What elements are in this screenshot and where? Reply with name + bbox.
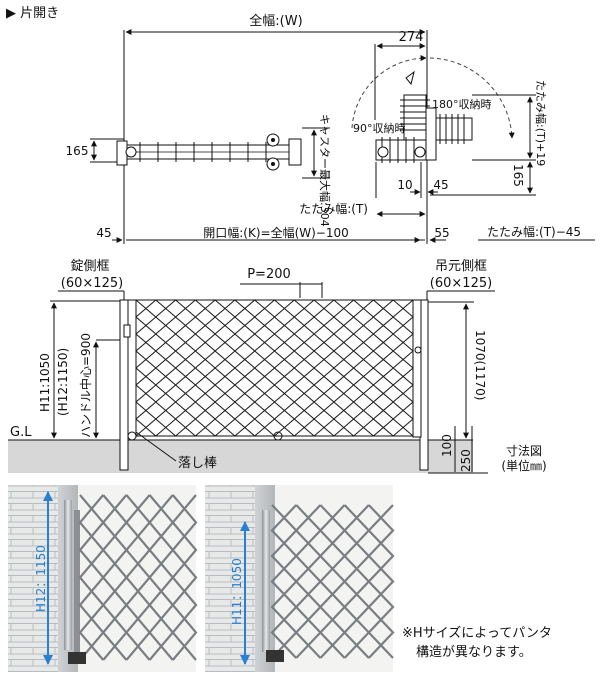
dim-165-right: 165 bbox=[511, 164, 525, 187]
total-width-label: 全幅:(W) bbox=[249, 13, 302, 29]
folded-storage-detail bbox=[351, 55, 515, 163]
pitch-label: P=200 bbox=[247, 267, 291, 282]
ground bbox=[8, 440, 473, 473]
dim-100: 100 bbox=[440, 434, 454, 457]
h12-label: (H12:1150) bbox=[56, 348, 70, 416]
gate-elevation bbox=[119, 299, 429, 471]
photo-h12-label: H12：1150 bbox=[34, 545, 48, 612]
footnote-line-1: ※Hサイズによってパンタ bbox=[402, 626, 552, 641]
section-title: ▶ 片開き bbox=[6, 6, 59, 21]
unit-label: (単位㎜) bbox=[501, 458, 546, 473]
caster-max-width-label: キャスター最大幅:304 bbox=[318, 114, 332, 227]
dim-10: 10 bbox=[397, 178, 412, 192]
dim-45-left: 45 bbox=[96, 226, 111, 240]
folded-width-t19: たたみ幅:(T)+19 bbox=[534, 80, 547, 166]
folded-width-t: たたみ幅:(T) bbox=[299, 201, 368, 216]
gate-plan-folded bbox=[116, 133, 302, 171]
footnote: ※Hサイズによってパンタ 構造が異なります。 bbox=[402, 624, 598, 662]
hinge-post-label: 吊元側框 bbox=[435, 259, 487, 274]
photo-h11 bbox=[205, 485, 395, 672]
dim-55: 55 bbox=[434, 226, 449, 240]
footnote-line-2: 構造が異なります。 bbox=[416, 645, 532, 660]
lock-post-size: (60×125) bbox=[61, 276, 123, 291]
photo-h12 bbox=[8, 485, 198, 672]
h11-label: H11:1050 bbox=[38, 353, 52, 412]
lock-post-label: 錠側框 bbox=[70, 259, 109, 274]
label-180-storage: 180°収納時 bbox=[432, 98, 492, 111]
dim-45-right: 45 bbox=[433, 178, 448, 192]
gl-label: G.L bbox=[10, 425, 32, 440]
dim-250: 250 bbox=[459, 449, 473, 472]
hinge-post-size: (60×125) bbox=[430, 276, 492, 291]
drop-rod-label: 落し棒 bbox=[178, 456, 217, 471]
folded-width-t45: たたみ幅:(T)−45 bbox=[487, 224, 581, 239]
dim-274: 274 bbox=[399, 30, 424, 45]
dimension-diagram-label: 寸法図 bbox=[506, 444, 542, 458]
handle-center-label: ハンドル中心=900 bbox=[78, 333, 93, 438]
label-90-storage: 90°収納時 bbox=[353, 122, 406, 135]
photo-h11-label: H11：1050 bbox=[230, 558, 244, 625]
opening-width: 開口幅:(K)=全幅(W)−100 bbox=[203, 225, 349, 240]
dim-165-left: 165 bbox=[66, 144, 89, 158]
height-1070: 1070(1170) bbox=[473, 330, 487, 400]
